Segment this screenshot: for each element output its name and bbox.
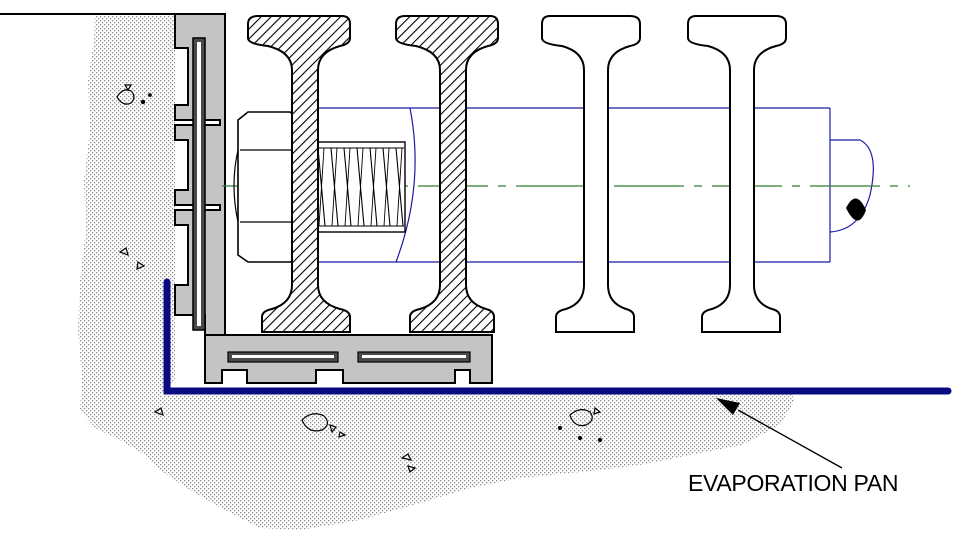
outline-fin-3 — [541, 15, 641, 333]
evaporation-pan-label: EVAPORATION PAN — [688, 470, 899, 496]
concrete-mass — [78, 16, 795, 530]
horizontal-frame-profile — [204, 334, 493, 384]
bolt-hex-head — [233, 111, 301, 263]
hatched-fin-2 — [395, 15, 499, 333]
callout-leader — [716, 398, 843, 469]
vertical-frame-slot-inner — [197, 42, 201, 326]
hatched-fin-1 — [247, 15, 351, 333]
evaporation-pan — [163, 278, 952, 395]
outline-fin-4 — [687, 15, 787, 333]
concrete-aggregate — [116, 84, 603, 474]
weld-icon — [846, 198, 866, 221]
